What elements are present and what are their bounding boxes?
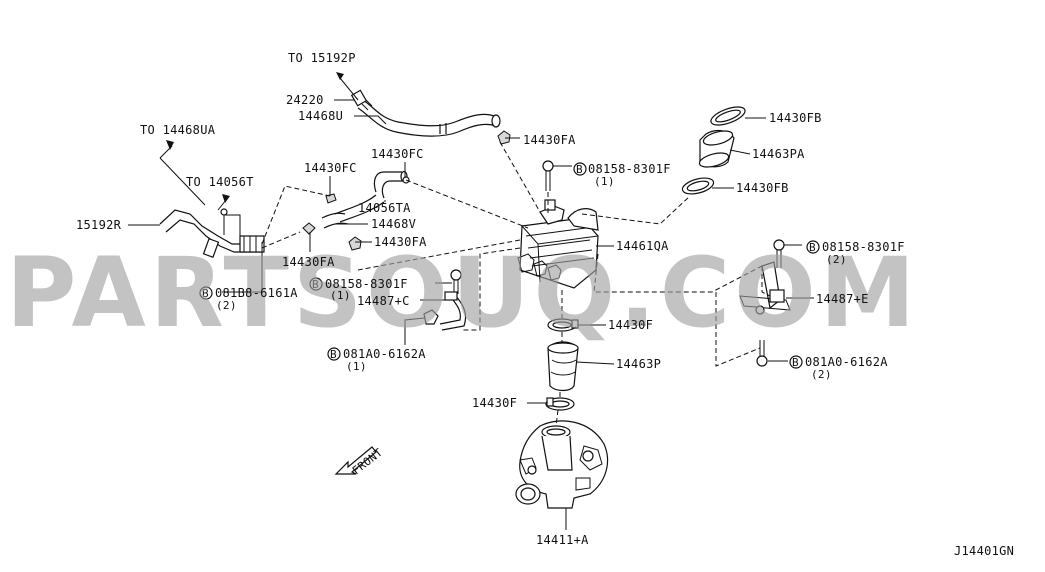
bracket-14487c xyxy=(423,269,467,331)
label-14430fb-top: 14430FB xyxy=(769,111,822,125)
label-14468v: 14468V xyxy=(371,217,416,231)
label-14430fa-top: 14430FA xyxy=(523,133,576,147)
clamp-14430f-bottom xyxy=(545,397,575,411)
label-08158-8301f-mid-qty: (1) xyxy=(330,289,351,302)
label-14461qa: 14461QA xyxy=(616,239,669,253)
label-14430fb-bottom: 14430FB xyxy=(736,181,789,195)
label-14430fc-a: 14430FC xyxy=(304,161,357,175)
label-08158-8301f-top: 08158-8301F xyxy=(588,162,671,176)
svg-text:B: B xyxy=(792,356,799,369)
label-14430fa-mid: 14430FA xyxy=(374,235,427,249)
label-14430fa-left: 14430FA xyxy=(282,255,335,269)
label-14463p: 14463P xyxy=(616,357,661,371)
label-to-14468ua: TO 14468UA xyxy=(140,123,216,137)
label-14411a: 14411+A xyxy=(536,533,589,547)
label-08158-8301f-right-qty: (2) xyxy=(826,253,847,266)
label-08158-8301f-mid: 08158-8301F xyxy=(325,277,408,291)
clamp-14430fb-bottom xyxy=(681,177,715,195)
label-14468u: 14468U xyxy=(298,109,343,123)
label-24220: 24220 xyxy=(286,93,324,107)
label-081a0-6162a-left: 081A0-6162A xyxy=(343,347,426,361)
svg-text:B: B xyxy=(312,278,319,291)
bolt-marker-081a0-left: B xyxy=(327,347,341,361)
hose-14468u xyxy=(350,89,501,137)
clip-14430fa-mid xyxy=(348,236,362,251)
label-14056ta: 14056TA xyxy=(358,201,411,215)
dashed-connectors xyxy=(261,141,771,427)
hose-14463p xyxy=(547,341,579,392)
bolt-marker-081b8: B xyxy=(199,286,213,300)
bolt-marker-08158-mid: B xyxy=(309,277,323,291)
bolt-marker-08158-top: B xyxy=(573,162,587,176)
pipe-15192r xyxy=(159,208,265,258)
bracket-14487e xyxy=(739,239,791,367)
bolt-marker-081a0-right: B xyxy=(789,355,803,369)
label-14430f-top: 14430F xyxy=(608,318,653,332)
label-to-15192p: TO 15192P xyxy=(288,51,356,65)
svg-text:B: B xyxy=(809,241,816,254)
label-14430f-bottom: 14430F xyxy=(472,396,517,410)
label-14430fc-b: 14430FC xyxy=(371,147,424,161)
intercooler-14461qa xyxy=(517,199,599,289)
label-14463pa: 14463PA xyxy=(752,147,805,161)
bolt-marker-08158-right: B xyxy=(806,240,820,254)
label-081a0-6162a-right: 081A0-6162A xyxy=(805,355,888,369)
bolt-08158-8301f-top xyxy=(542,160,554,191)
leader-lines xyxy=(128,72,814,530)
turbocharger-14411a xyxy=(515,420,609,509)
label-14487c: 14487+C xyxy=(357,294,410,308)
diagram-code: J14401GN xyxy=(954,544,1014,558)
clamp-14430fb-top xyxy=(710,106,746,126)
label-to-14056t: TO 14056T xyxy=(186,175,254,189)
svg-text:B: B xyxy=(576,163,583,176)
label-15192r: 15192R xyxy=(76,218,122,232)
watermark-text: PARTSOUQ.COM xyxy=(6,237,919,349)
label-081a0-6162a-right-qty: (2) xyxy=(811,368,832,381)
label-08158-8301f-top-qty: (1) xyxy=(594,175,615,188)
duct-14463pa xyxy=(698,129,735,168)
svg-text:B: B xyxy=(330,348,337,361)
clamp-14430f-top xyxy=(547,318,579,332)
label-14487e: 14487+E xyxy=(816,292,869,306)
label-081b8-6161a: 081B8-6161A xyxy=(215,286,298,300)
svg-text:B: B xyxy=(202,287,209,300)
label-081a0-6162a-left-qty: (1) xyxy=(346,360,367,373)
front-direction-arrow xyxy=(334,446,377,475)
label-081b8-6161a-qty: (2) xyxy=(216,299,237,312)
label-08158-8301f-right: 08158-8301F xyxy=(822,240,905,254)
